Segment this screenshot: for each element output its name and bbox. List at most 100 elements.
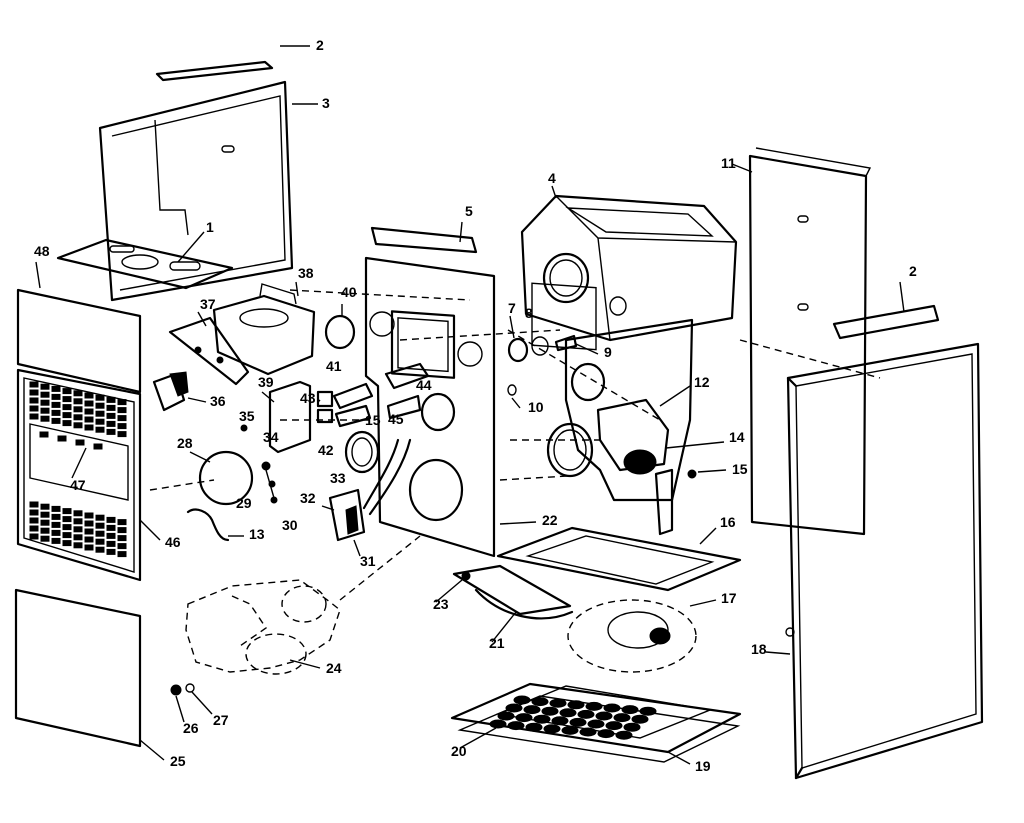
filter-cell [515,713,533,723]
filter-cells [489,695,657,740]
grille-slot [106,548,116,555]
filter-cell [559,708,577,718]
part-label-p2b: 2 [909,263,917,279]
grille-slot [73,518,83,525]
part-label-p38: 38 [298,265,314,281]
filter-cell [569,717,587,727]
grille-slot [95,402,105,409]
part-label-p1: 1 [206,219,214,235]
grille-slot [84,416,94,423]
grille-slot [106,412,116,419]
part-label-p22: 22 [542,512,558,528]
part-31-32-junction-box [321,438,412,557]
part-13-wire-clip [186,508,244,542]
filter-cell [587,719,605,729]
part-2-top-rail [155,45,310,82]
grille-slot [62,540,72,547]
part-46-grille-door [16,368,161,582]
filter-cell [513,695,531,705]
grille-slot [62,412,72,419]
part-label-p45: 45 [388,411,404,427]
part-label-p19: 19 [695,758,711,774]
grille-slot [73,422,83,429]
grille-slot [106,540,116,547]
grille-slot [84,520,94,527]
upper-grille-slots [29,381,127,438]
filter-cell [579,727,597,737]
grille-slot [62,524,72,531]
grille-slot [117,535,127,542]
grille-slot [51,521,61,528]
grille-slot [73,526,83,533]
filter-cell [489,719,507,729]
assembly-dashed-guides [149,289,881,491]
grille-slot [73,534,83,541]
grille-slot [51,417,61,424]
part-15-screw [687,469,727,479]
part-5-top-rail-center [370,221,478,254]
grille-slot [40,503,50,510]
grille-slot [51,537,61,544]
part-label-p5: 5 [465,203,473,219]
grille-slot [51,393,61,400]
grille-slot [95,514,105,521]
grille-slot [40,383,50,390]
grille-slot [73,542,83,549]
filter-cell [577,709,595,719]
part-label-p24: 24 [326,660,342,676]
grille-slot [84,400,94,407]
part-label-p27: 27 [213,712,229,728]
grille-slot [84,512,94,519]
part-label-p9: 9 [604,344,612,360]
part-label-p43: 43 [300,390,316,406]
grille-slot [117,399,127,406]
filter-cell [507,721,525,731]
filter-cell [533,714,551,724]
grille-slot [29,517,39,524]
grille-slot [62,420,72,427]
part-22-center-panel [364,256,537,558]
grille-slot [51,385,61,392]
grille-slot [51,401,61,408]
grille-slot [40,535,50,542]
part-26-27-fasteners [170,683,213,723]
part-33-ring [344,430,380,474]
grille-slot [62,508,72,515]
part-label-p8: 8 [525,305,533,321]
part-29-30-34-35-hardware [240,424,278,504]
grille-slot [73,406,83,413]
part-11-side-panel [731,147,872,536]
filter-cell [595,711,613,721]
filter-cell [523,705,541,715]
filter-cell [613,713,631,723]
filter-cell [505,703,523,713]
filter-cell [561,725,579,735]
filter-cell [551,716,569,726]
grille-slot [95,418,105,425]
grille-slot [106,428,116,435]
grille-slot [117,519,127,526]
grille-slot [84,392,94,399]
part-label-p15b: 15 [365,412,381,428]
grille-slot [106,516,116,523]
part-label-p34: 34 [263,429,279,445]
grille-slot [51,513,61,520]
part-label-p12: 12 [694,374,710,390]
grille-slot [29,525,39,532]
part-20-filter-grid [459,685,713,749]
grille-slot [29,509,39,516]
part-23-21-support [435,564,574,643]
grille-slot [62,404,72,411]
grille-slot [29,397,39,404]
part-label-p14: 14 [729,429,745,445]
grille-slot [84,408,94,415]
grille-slot [106,420,116,427]
filter-cell [525,722,543,732]
grille-slot [62,516,72,523]
part-36-knob [152,371,207,412]
part-label-p28: 28 [177,435,193,451]
part-label-p2a: 2 [316,37,324,53]
part-label-p30: 30 [282,517,298,533]
part-7-8-9-10-gaskets [507,315,599,409]
